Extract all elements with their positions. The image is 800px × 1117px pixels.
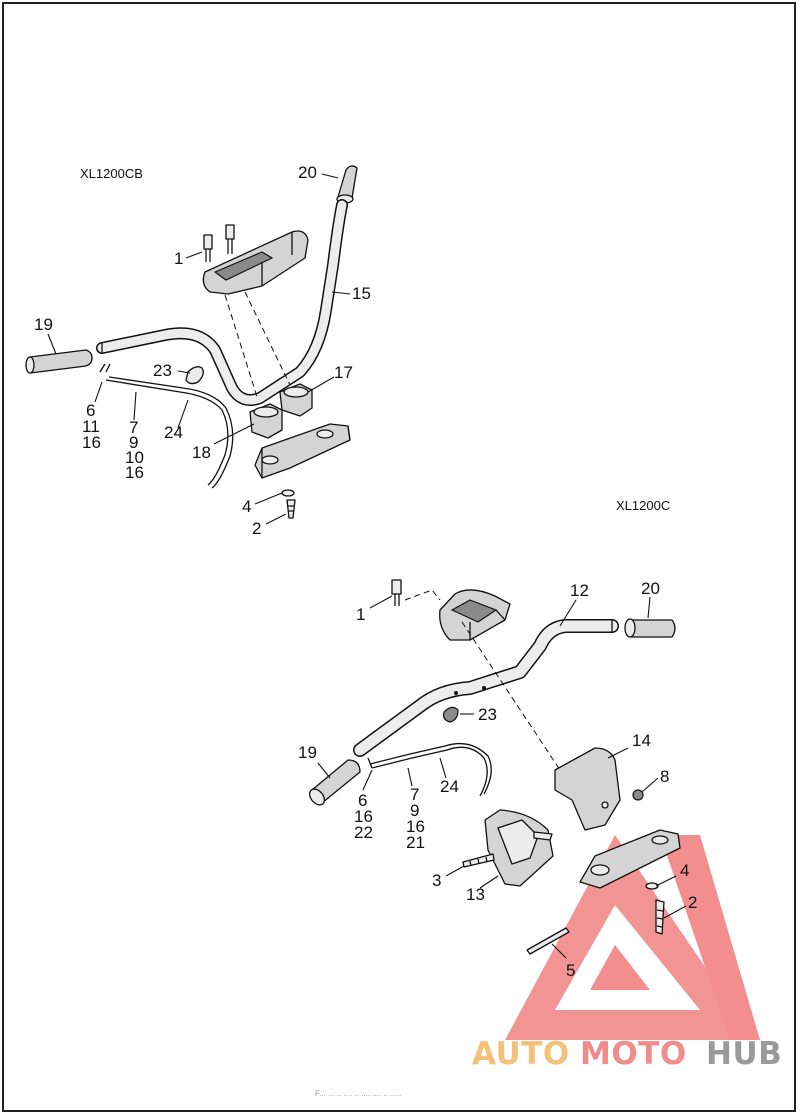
callout-17: 17 (334, 363, 353, 382)
cable-strap (526, 927, 570, 955)
riser-top-clamp-bottom (439, 589, 511, 641)
lower-clamp-bottom (579, 829, 681, 889)
handlebar-tall (96, 199, 348, 406)
cable-clip-bottom (443, 706, 459, 723)
callout-16-top-a: 16 (82, 433, 101, 452)
alignment-line-1 (224, 294, 259, 401)
callout-1-top: 1 (174, 249, 183, 268)
washer-bolt-bottom (645, 882, 665, 935)
footer-text: F... ... .. .... .. .... .... .. ..... (315, 1089, 401, 1098)
switch-cables-top (99, 363, 234, 489)
leader-lines-bottom (317, 595, 687, 959)
alignment-line-3 (404, 589, 441, 601)
switch-cables-bottom (367, 742, 492, 797)
callout-16-top-b: 16 (125, 463, 144, 482)
watermark-logo (505, 835, 760, 1040)
leader-lines-top (47, 173, 351, 525)
alignment-line-2 (244, 291, 291, 386)
callout-12: 12 (570, 581, 589, 600)
callout-14: 14 (632, 731, 651, 750)
callout-1-bottom: 1 (356, 605, 365, 624)
watermark-hub: HUB (706, 1036, 782, 1072)
callout-20-top: 20 (298, 163, 317, 182)
watermark-wordmark: AUTO MOTO HUB (472, 1036, 782, 1072)
callout-5: 5 (566, 961, 575, 980)
right-grip-top (336, 165, 358, 204)
left-grip-top (25, 349, 93, 374)
callout-9-bottom: 9 (410, 801, 419, 820)
callout-numbers: 20 1 15 19 23 17 6 11 16 7 9 10 16 24 18… (34, 163, 697, 980)
switch-housing-cover (554, 747, 621, 831)
callout-13: 13 (466, 885, 485, 904)
callout-22: 22 (354, 823, 373, 842)
right-grip-bottom (624, 618, 676, 638)
callout-6-bottom: 6 (358, 791, 367, 810)
cable-clip-top (185, 366, 204, 385)
callout-10: 10 (125, 448, 144, 467)
callout-24-bottom: 24 (440, 777, 459, 796)
callout-19-bottom: 19 (298, 743, 317, 762)
callout-7-bottom: 7 (410, 785, 419, 804)
riser-screws-top (203, 224, 235, 262)
callout-21: 21 (406, 833, 425, 852)
callout-16-bottom-a: 16 (354, 807, 373, 826)
callout-6-top: 6 (86, 401, 95, 420)
lower-clamp-top (254, 423, 351, 479)
callout-18: 18 (192, 443, 211, 462)
callout-4-bottom: 4 (680, 861, 689, 880)
callout-23-bottom: 23 (478, 705, 497, 724)
watermark-auto: AUTO (472, 1036, 570, 1072)
washer-8 (632, 789, 644, 801)
callout-16-bottom-b: 16 (406, 817, 425, 836)
model-label-bottom: XL1200C (616, 498, 670, 513)
screw-3 (462, 853, 495, 868)
left-grip-bottom (308, 759, 361, 806)
risers-top (249, 383, 313, 439)
bracket-13 (484, 809, 554, 887)
callout-20-bottom: 20 (641, 579, 660, 598)
callout-7-top: 7 (129, 418, 138, 437)
riser-screw-bottom (391, 579, 402, 606)
callout-2-top: 2 (252, 519, 261, 538)
callout-4-top: 4 (242, 497, 251, 516)
callout-8: 8 (660, 767, 669, 786)
washer-bolt-top (281, 489, 296, 519)
callout-11: 11 (82, 417, 100, 436)
handlebar-low (353, 619, 619, 757)
callout-24-top: 24 (164, 423, 183, 442)
callout-2-bottom: 2 (688, 893, 697, 912)
callout-3: 3 (432, 871, 441, 890)
watermark-moto: MOTO (580, 1036, 687, 1072)
riser-top-clamp (202, 230, 309, 295)
callout-15: 15 (352, 284, 371, 303)
callout-23-top: 23 (153, 361, 172, 380)
callout-19-top: 19 (34, 315, 53, 334)
callout-9-top: 9 (129, 433, 138, 452)
model-label-top: XL1200CB (80, 166, 143, 181)
